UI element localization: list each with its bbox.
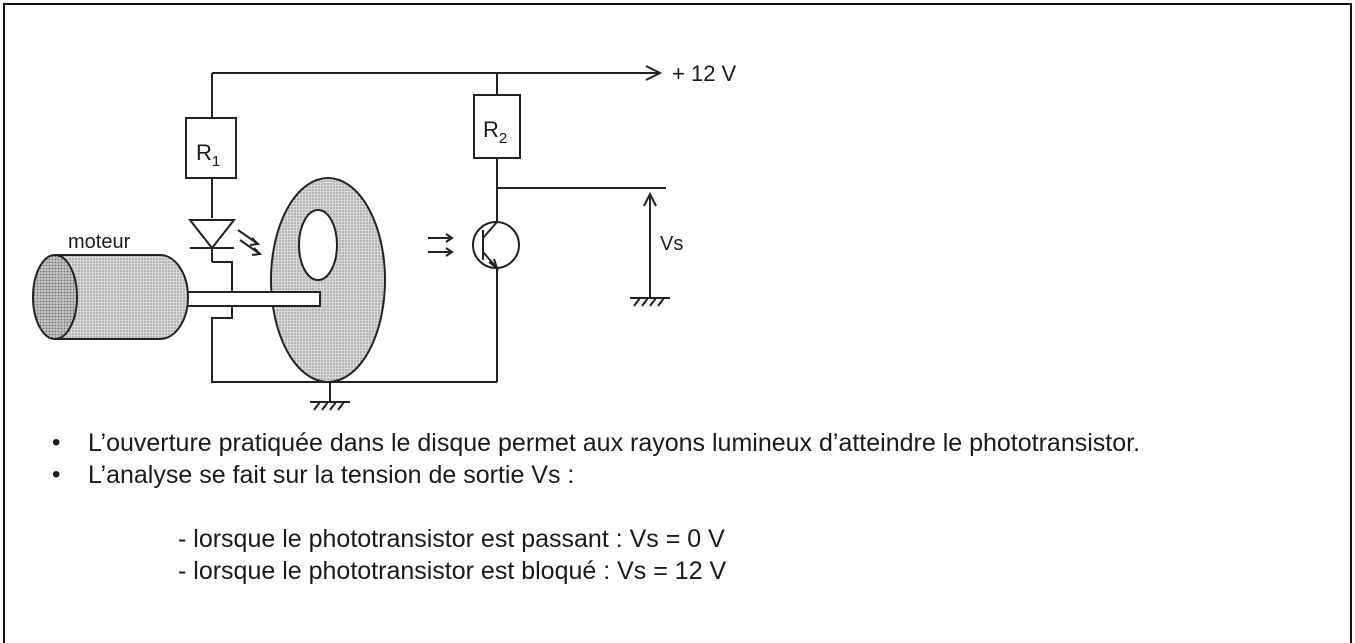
motor-shaft (182, 291, 321, 307)
r1-label: R1 (196, 140, 220, 170)
motor-icon (32, 254, 189, 340)
vs-arrow (643, 191, 657, 298)
supply-label: + 12 V (672, 61, 737, 86)
ground-symbol-bottom (310, 382, 350, 411)
disk-icon (270, 177, 386, 383)
resistor-r2 (473, 94, 521, 159)
list-item: • L’analyse se fait sur la tension de so… (52, 459, 1262, 491)
phototransistor-icon (428, 221, 520, 271)
list-item: • L’ouverture pratiquée dans le disque p… (52, 427, 1262, 459)
supply-rail (212, 65, 663, 81)
resistor-r1 (185, 117, 237, 179)
page-frame (3, 3, 1352, 643)
ground-symbol-right (630, 297, 670, 307)
vs-label: Vs (660, 233, 683, 255)
bullet-text: L’ouverture pratiquée dans le disque per… (88, 429, 1141, 457)
left-branch-wires (211, 73, 330, 383)
sub-list: - lorsque le phototransistor est passant… (88, 523, 726, 587)
r2-label: R2 (483, 117, 507, 147)
sub-list-item: - lorsque le phototransistor est bloqué … (178, 557, 727, 585)
bullet-icon: • (52, 461, 61, 488)
motor-label: moteur (68, 231, 131, 253)
led-icon (187, 219, 263, 256)
bullet-icon: • (52, 429, 61, 456)
sub-list-item: - lorsque le phototransistor est passant… (178, 525, 725, 553)
right-branch-wires (330, 73, 666, 383)
explanation-list: • L’ouverture pratiquée dans le disque p… (52, 427, 1262, 491)
bullet-text: L’analyse se fait sur la tension de sort… (88, 461, 575, 489)
circuit-diagram: + 12 V R1 moteur (32, 61, 737, 411)
